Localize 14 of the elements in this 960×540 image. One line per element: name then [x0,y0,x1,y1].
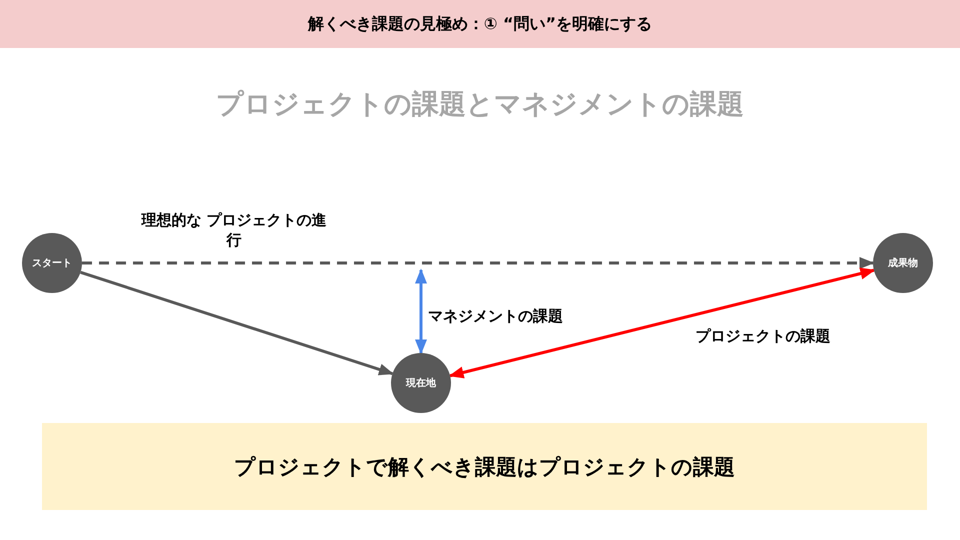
arrow [448,268,876,378]
title-banner: 解くべき課題の見極め：① “問い”を明確にする [0,0,960,48]
subtitle: プロジェクトの課題とマネジメントの課題 [216,89,744,120]
arrow [80,270,394,376]
arrow [82,257,874,269]
edge-label: マネジメントの課題 [428,306,564,326]
edge-label: プロジェクトの課題 [694,326,832,346]
node-label: スタート [32,257,72,270]
node-label: プロジェクトで解くべき課題はプロジェクトの課題 [234,454,735,480]
arrow [415,268,427,354]
edge-label: 理想的な プロジェクトの進行 [140,210,328,250]
node-label: 成果物 [888,256,918,270]
node-label: 現在地 [406,376,436,390]
conclusion-box [42,423,927,510]
